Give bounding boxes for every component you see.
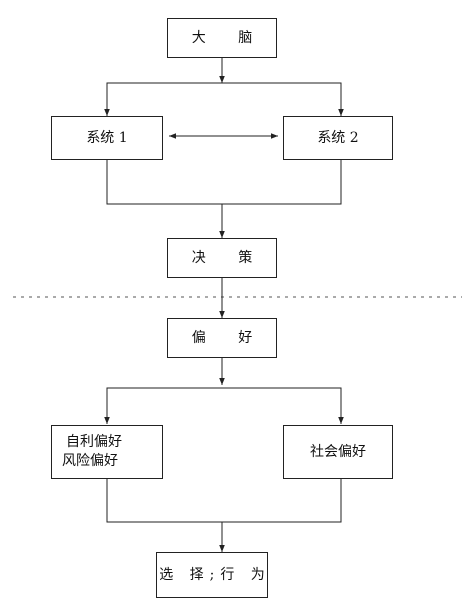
decision-node: 决 策 bbox=[167, 238, 277, 278]
connector-preference-split bbox=[106, 387, 342, 424]
connector-preferences-to-choice bbox=[106, 478, 342, 523]
choice-node: 选 择;行 为 bbox=[156, 552, 268, 598]
risk-preference-label: 风险偏好 bbox=[62, 453, 118, 469]
social-preference-node: 社会偏好 bbox=[283, 425, 393, 479]
self-risk-node: 自利偏好 风险偏好 bbox=[51, 425, 163, 479]
self-interest-label: 自利偏好 bbox=[66, 434, 122, 451]
connector-brain-to-systems bbox=[106, 82, 342, 116]
connector-systems-to-decision bbox=[106, 159, 342, 205]
preference-node: 偏 好 bbox=[167, 318, 277, 358]
system2-node: 系统 2 bbox=[283, 116, 393, 160]
system1-node: 系统 1 bbox=[51, 116, 163, 160]
brain-node: 大 脑 bbox=[167, 18, 277, 58]
